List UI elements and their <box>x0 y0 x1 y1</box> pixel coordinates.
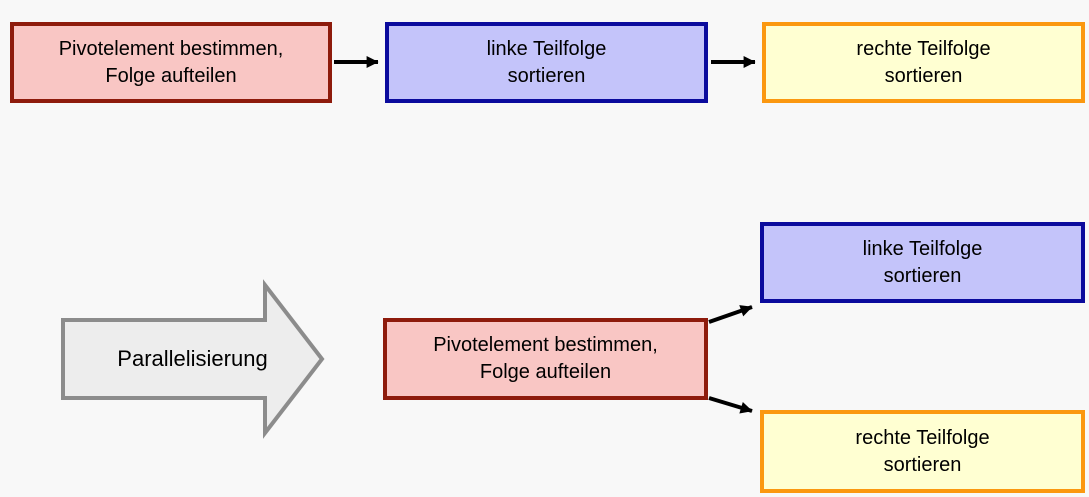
parallel-right-label-line2: sortieren <box>883 453 962 476</box>
sequential-pivot-box: Pivotelement bestimmen, Folge aufteilen <box>10 22 332 103</box>
parallel-right-label-line1: rechte Teilfolge <box>855 426 990 449</box>
sequential-left-label-line1: linke Teilfolge <box>486 37 607 60</box>
arrow-pivot-to-left-parallel <box>708 305 753 324</box>
parallel-pivot-label-line1: Pivotelement bestimmen, <box>433 334 658 356</box>
parallel-left-label-line1: linke Teilfolge <box>862 237 983 260</box>
parallel-right-subsequence-box: rechte Teilfolge sortieren <box>760 410 1085 493</box>
sequential-right-label-line1: rechte Teilfolge <box>856 37 991 60</box>
parallel-left-subsequence-box: linke Teilfolge sortieren <box>760 222 1085 303</box>
parallel-pivot-label-line2: Folge aufteilen <box>479 361 612 383</box>
parallel-left-label-line2: sortieren <box>883 264 962 287</box>
sequential-left-label-line2: sortieren <box>507 64 586 87</box>
sequential-right-label-line2: sortieren <box>884 64 963 87</box>
sequential-right-subsequence-box: rechte Teilfolge sortieren <box>762 22 1085 103</box>
parallelization-arrow-label: Parallelisierung <box>117 346 268 371</box>
parallel-pivot-box: Pivotelement bestimmen, Folge aufteilen <box>383 318 708 400</box>
arrow-pivot-to-right-parallel <box>708 396 753 414</box>
sequential-pivot-label-line1: Pivotelement bestimmen, <box>58 37 284 60</box>
sequential-pivot-label-line2: Folge aufteilen <box>105 64 237 87</box>
sequential-left-subsequence-box: linke Teilfolge sortieren <box>385 22 708 103</box>
